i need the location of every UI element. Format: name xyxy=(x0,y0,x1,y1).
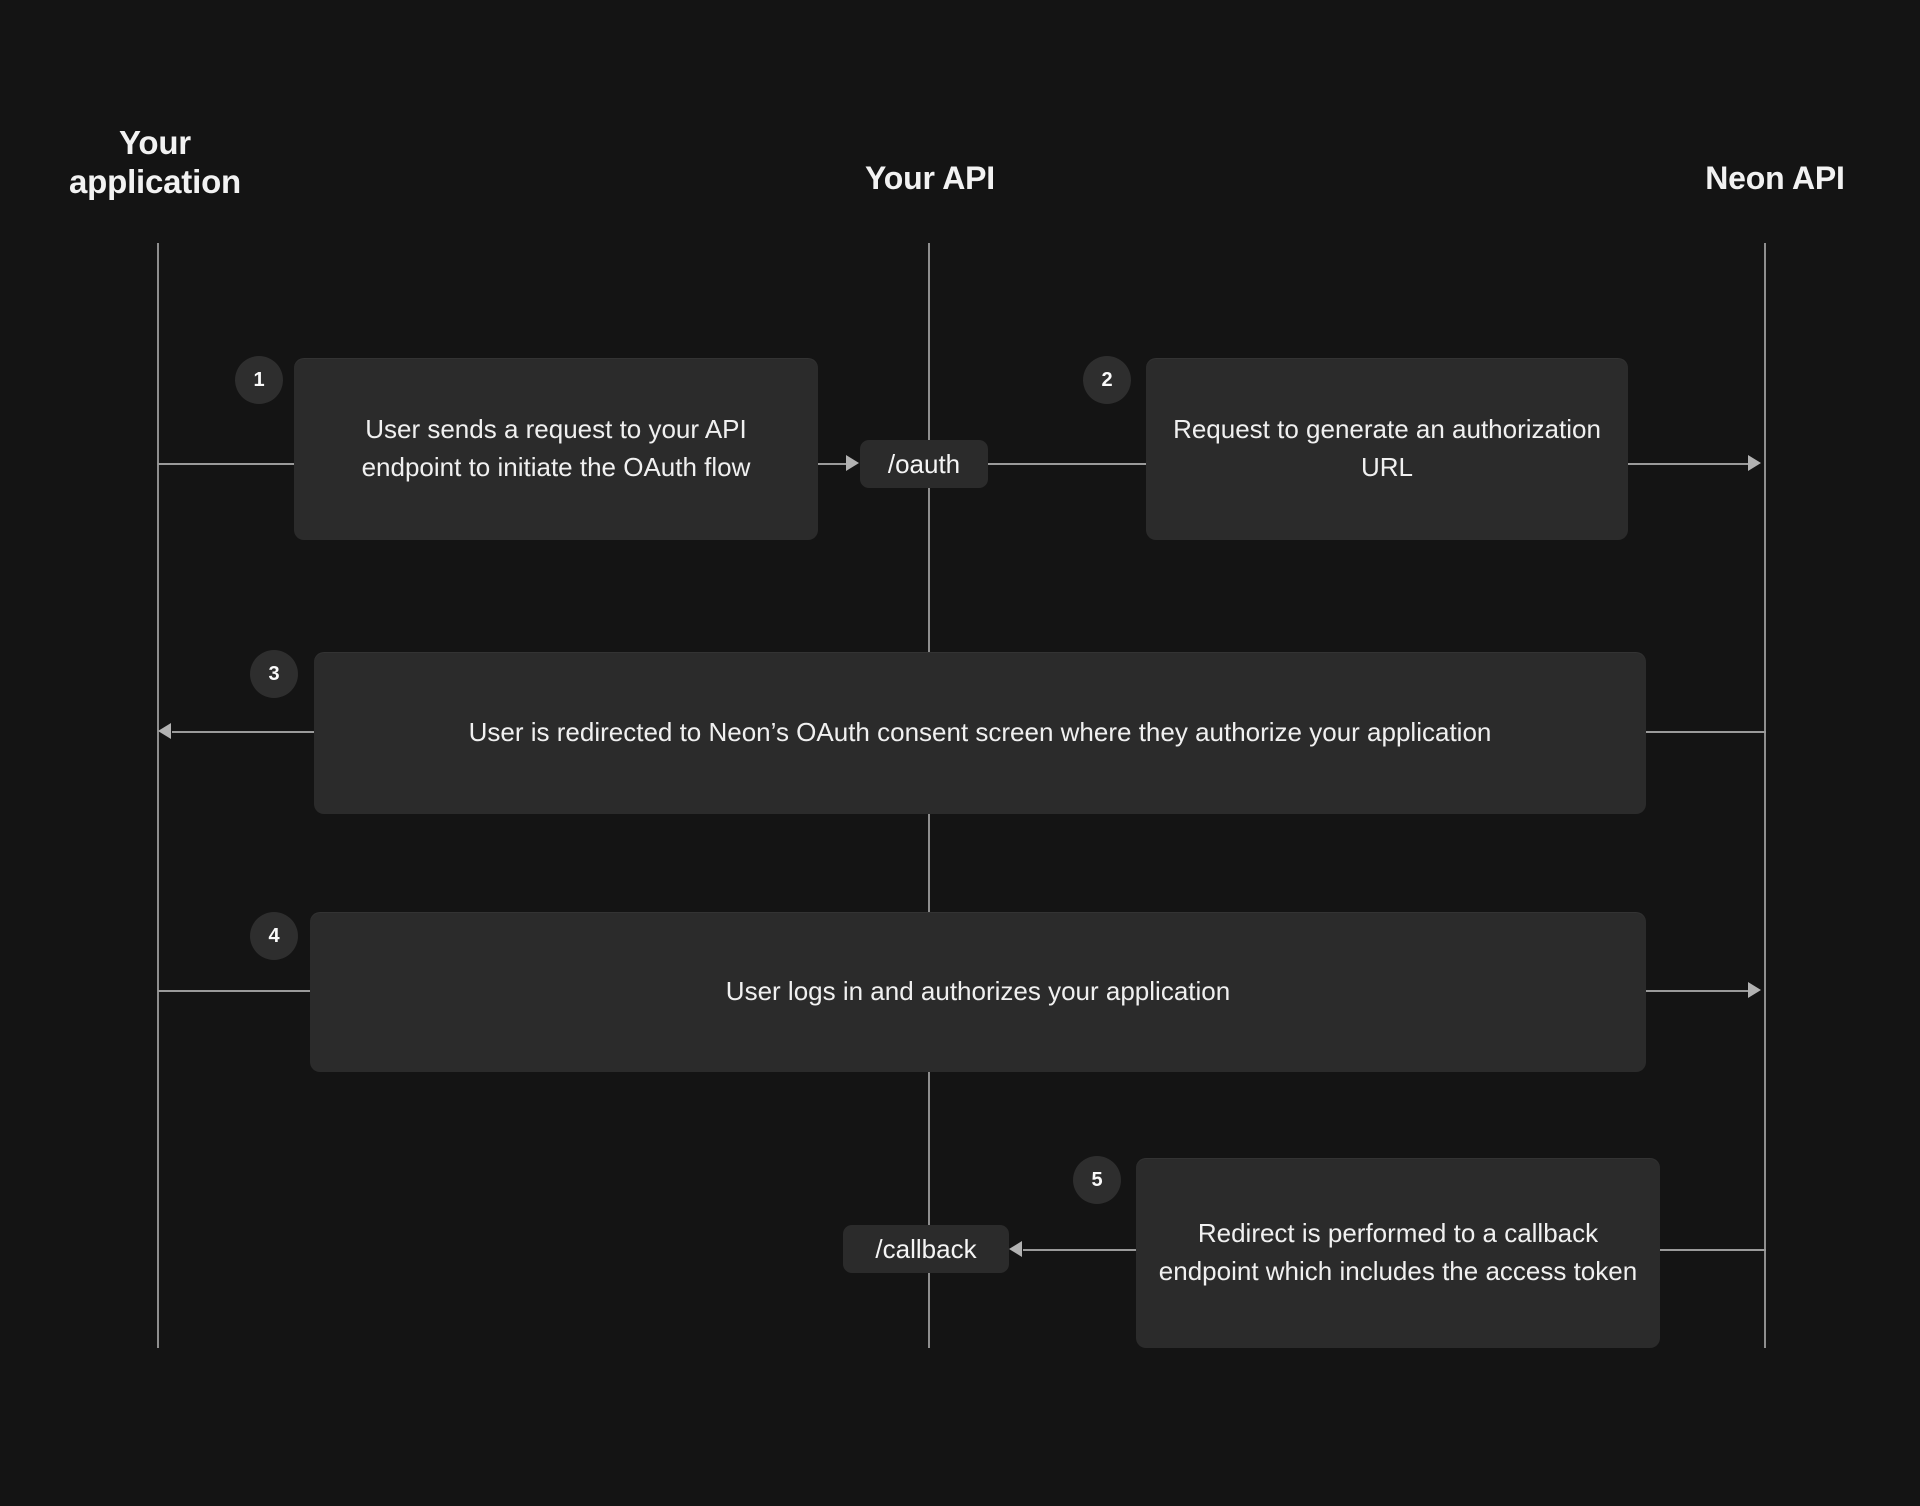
message-text-step-1: User sends a request to your API endpoin… xyxy=(361,414,751,482)
endpoint-pill-oauth[interactable]: /oauth xyxy=(860,440,988,488)
arrow-right-icon-step-2 xyxy=(1748,455,1761,471)
connector-step-1-left xyxy=(158,463,296,465)
connector-step-3-right xyxy=(1646,731,1766,733)
arrow-left-icon-step-5 xyxy=(1009,1241,1022,1257)
connector-step-2-right xyxy=(1628,463,1750,465)
participant-your-api: Your API xyxy=(865,160,995,196)
step-badge-2: 2 xyxy=(1083,356,1131,404)
step-badge-1: 1 xyxy=(235,356,283,404)
arrow-left-icon-step-3 xyxy=(158,723,171,739)
step-badge-3: 3 xyxy=(250,650,298,698)
connector-step-1-right xyxy=(818,463,848,465)
arrow-right-icon-step-4 xyxy=(1748,982,1761,998)
connector-step-4-left xyxy=(158,990,312,992)
message-box-step-3: User is redirected to Neon’s OAuth conse… xyxy=(314,652,1646,814)
message-box-step-4: User logs in and authorizes your applica… xyxy=(310,912,1646,1072)
endpoint-pill-callback[interactable]: /callback xyxy=(843,1225,1009,1273)
message-box-step-1: User sends a request to your API endpoin… xyxy=(294,358,818,540)
message-text-step-5: Redirect is performed to a callback endp… xyxy=(1158,1218,1638,1286)
participant-your-application: Your application xyxy=(69,124,241,200)
message-box-step-2: Request to generate an authorization URL xyxy=(1146,358,1628,540)
step-badge-5: 5 xyxy=(1073,1156,1121,1204)
connector-step-4-right xyxy=(1646,990,1750,992)
step-badge-4: 4 xyxy=(250,912,298,960)
connector-step-3-left xyxy=(172,731,316,733)
participant-neon-api: Neon API xyxy=(1705,160,1845,196)
connector-step-2-left xyxy=(988,463,1148,465)
message-text-step-3: User is redirected to Neon’s OAuth conse… xyxy=(468,717,1492,748)
message-box-step-5: Redirect is performed to a callback endp… xyxy=(1136,1158,1660,1348)
connector-step-5-left xyxy=(1023,1249,1137,1251)
lifeline-neon-api xyxy=(1764,243,1766,1348)
lifeline-your-application xyxy=(157,243,159,1348)
arrow-right-icon-step-1 xyxy=(846,455,859,471)
message-text-step-2: Request to generate an authorization URL xyxy=(1173,414,1601,482)
message-text-step-4: User logs in and authorizes your applica… xyxy=(725,976,1231,1007)
connector-step-5-right xyxy=(1660,1249,1766,1251)
